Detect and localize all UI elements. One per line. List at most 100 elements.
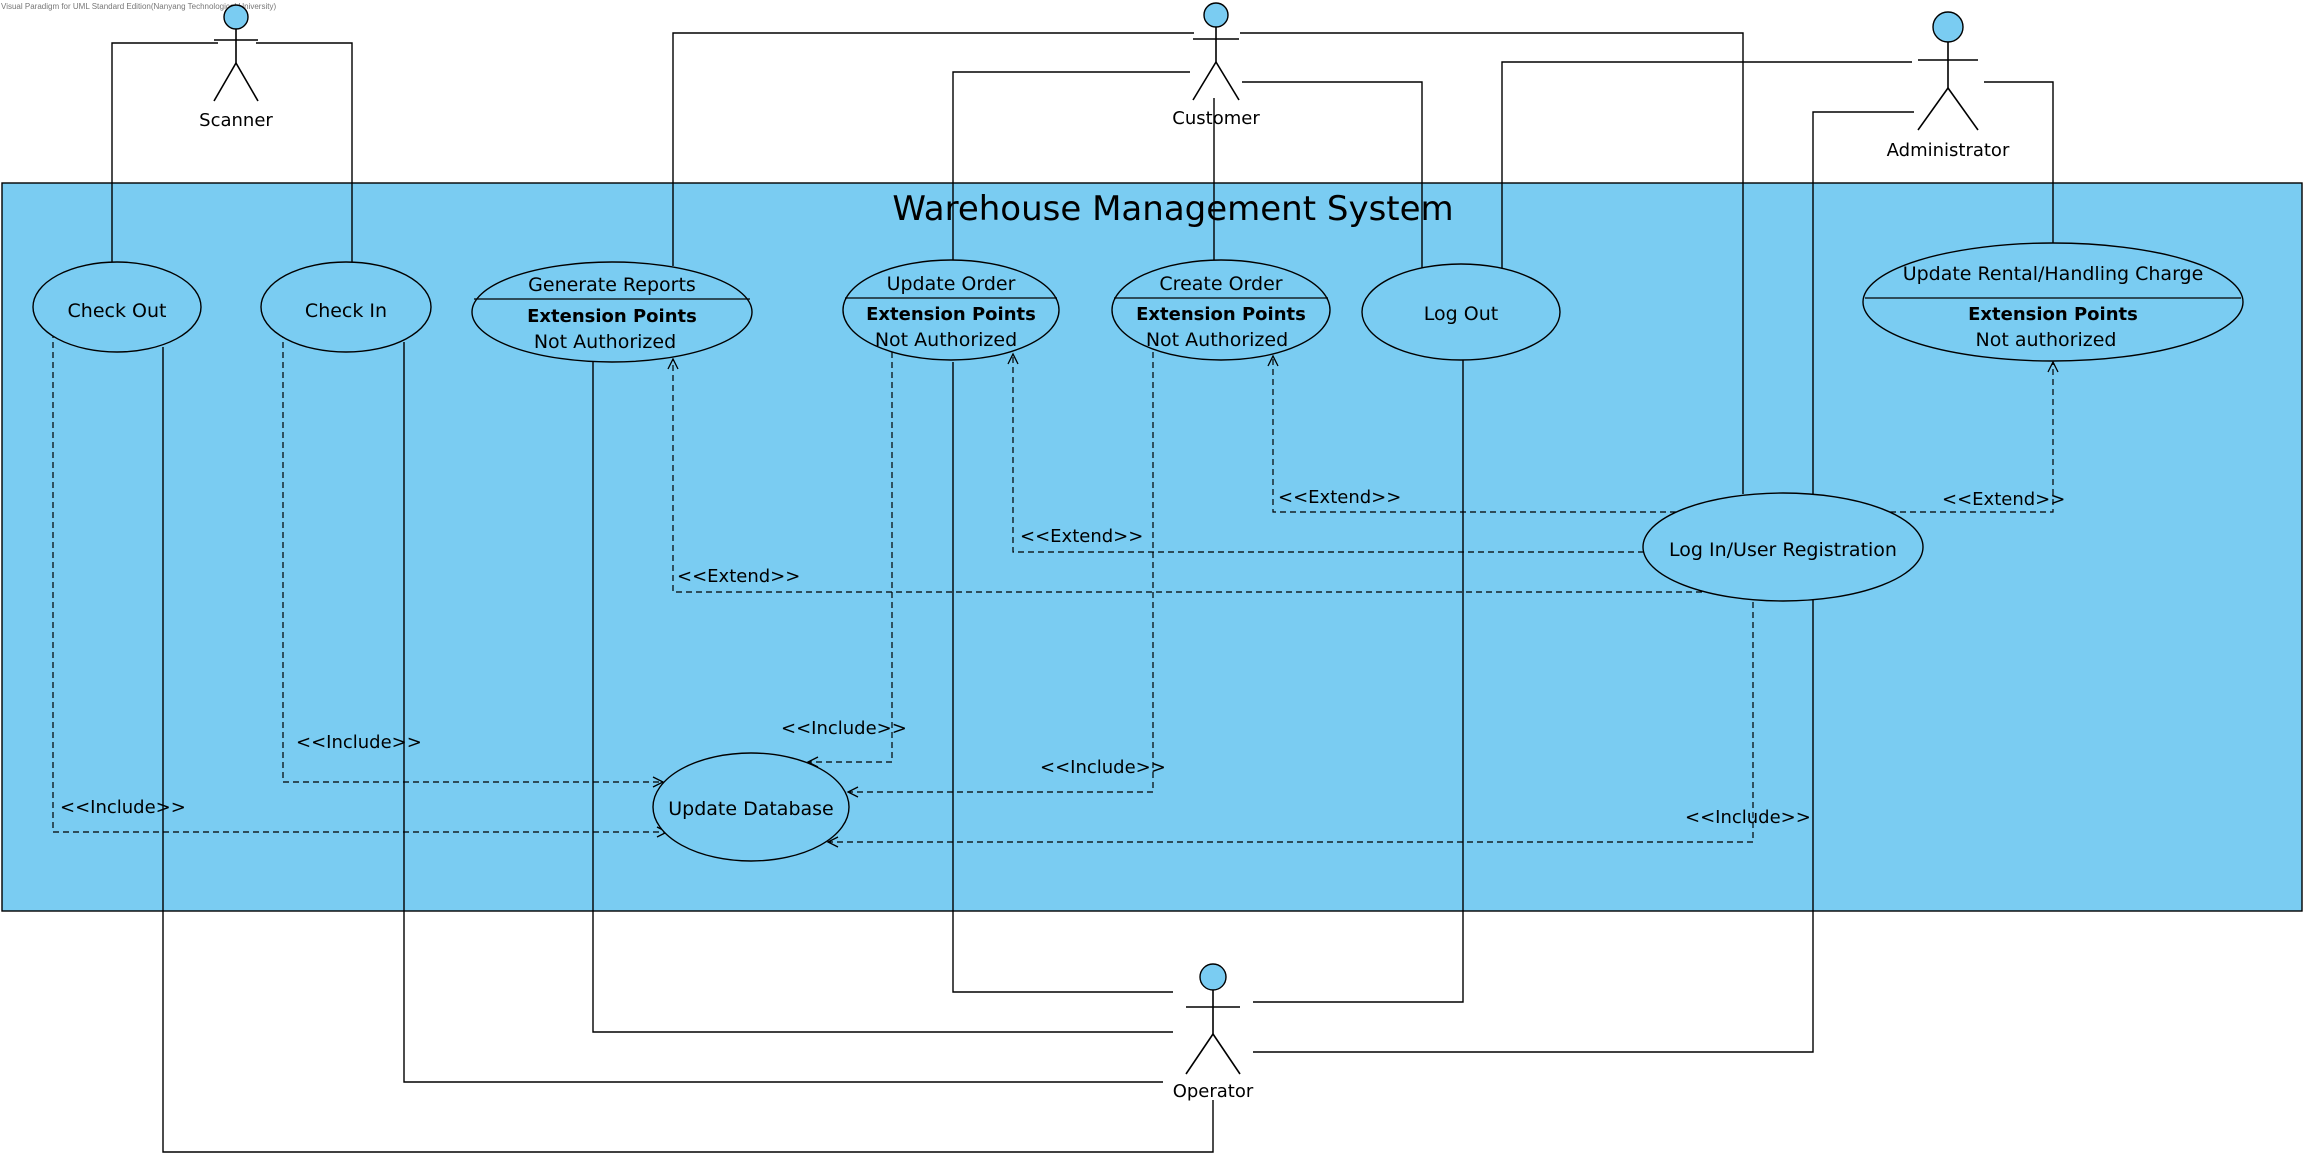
use-case-name: Update Database bbox=[668, 798, 834, 820]
extension-points-title: Extension Points bbox=[1136, 304, 1306, 325]
use-case-ellipse[interactable] bbox=[260, 261, 432, 353]
use-case-update-order[interactable]: Update Order Extension Points Not Author… bbox=[842, 259, 1060, 361]
extension-points-title: Extension Points bbox=[1968, 304, 2138, 325]
include-label: <<Include>> bbox=[60, 797, 186, 818]
assoc-scanner-checkout[interactable] bbox=[111, 42, 218, 263]
actor-scanner[interactable]: Scanner bbox=[199, 4, 273, 131]
actor-head bbox=[1203, 2, 1229, 28]
assoc-operator-checkin[interactable] bbox=[403, 342, 1163, 1083]
use-case-update-database[interactable]: Update Database bbox=[652, 752, 850, 862]
assoc-customer-logout[interactable] bbox=[1242, 81, 1423, 273]
extension-point: Not Authorized bbox=[1146, 329, 1288, 351]
use-case-name: Check In bbox=[305, 300, 387, 322]
watermark: Visual Paradigm for UML Standard Edition… bbox=[1, 2, 276, 11]
actor-leg bbox=[1212, 1033, 1241, 1075]
use-case-ellipse[interactable] bbox=[842, 259, 1060, 361]
extend-login-update-rental[interactable] bbox=[1890, 362, 2054, 513]
assoc-operator-checkout[interactable] bbox=[162, 347, 1214, 1153]
extension-points-title: Extension Points bbox=[866, 304, 1036, 325]
include-label: <<Include>> bbox=[296, 732, 422, 753]
extend-login-create-order[interactable] bbox=[1272, 356, 1706, 513]
extend-login-update-order[interactable] bbox=[1012, 354, 1644, 553]
assoc-admin-logout[interactable] bbox=[1501, 61, 1912, 273]
include-create-order-database[interactable] bbox=[848, 352, 1154, 793]
actor-operator[interactable]: Operator bbox=[1173, 963, 1254, 1102]
extend-label: <<Extend>> bbox=[1278, 487, 1401, 508]
use-case-name: Log Out bbox=[1424, 303, 1498, 325]
use-case-name: Update Order bbox=[887, 273, 1016, 295]
system-title: Warehouse Management System bbox=[892, 189, 1453, 229]
actor-leg bbox=[1947, 87, 1979, 131]
assoc-customer-login[interactable] bbox=[1240, 32, 1744, 494]
extend-arrowhead bbox=[2047, 360, 2059, 373]
use-case-name: Check Out bbox=[68, 300, 167, 322]
include-checkin-database[interactable] bbox=[282, 332, 663, 783]
use-case-ellipse[interactable] bbox=[652, 752, 850, 862]
extend-dependencies: <<Extend>> <<Extend>> <<Extend>> <<Exten… bbox=[667, 352, 2065, 593]
assoc-operator-logout[interactable] bbox=[1253, 360, 1464, 1003]
include-checkout-database[interactable] bbox=[52, 332, 667, 833]
use-case-name: Update Rental/Handling Charge bbox=[1903, 263, 2204, 285]
assoc-customer-generate-reports[interactable] bbox=[672, 32, 1194, 266]
use-case-ellipse[interactable] bbox=[1862, 242, 2244, 362]
assoc-customer-update-order[interactable] bbox=[952, 71, 1190, 264]
use-case-check-in[interactable]: Check In bbox=[260, 261, 432, 353]
extension-point: Not authorized bbox=[1976, 329, 2117, 351]
use-case-ellipse[interactable] bbox=[1111, 259, 1331, 361]
extend-login-generate-reports[interactable] bbox=[672, 359, 1712, 593]
use-case-ellipse[interactable] bbox=[1642, 492, 1924, 602]
include-arrowhead bbox=[846, 786, 859, 798]
use-case-log-out[interactable]: Log Out bbox=[1361, 263, 1561, 361]
assoc-operator-update-order[interactable] bbox=[952, 362, 1173, 993]
actor-leg bbox=[1917, 87, 1949, 131]
use-case-ellipse[interactable] bbox=[471, 261, 753, 363]
include-dependencies: <<Include>> <<Include>> <<Include>> <<In… bbox=[52, 332, 1811, 848]
assoc-admin-login[interactable] bbox=[1812, 111, 1914, 495]
extend-arrowhead bbox=[1007, 352, 1019, 365]
assoc-operator-login[interactable] bbox=[1253, 600, 1814, 1053]
actor-leg bbox=[1215, 61, 1240, 101]
actor-head bbox=[223, 4, 249, 30]
use-case-create-order[interactable]: Create Order Extension Points Not Author… bbox=[1111, 259, 1331, 361]
assoc-operator-generate-reports[interactable] bbox=[592, 362, 1173, 1033]
include-label: <<Include>> bbox=[1685, 807, 1811, 828]
actor-head bbox=[1932, 11, 1964, 43]
include-update-order-database[interactable] bbox=[808, 352, 893, 763]
use-case-ellipse[interactable] bbox=[1361, 263, 1561, 361]
use-case-name: Log In/User Registration bbox=[1669, 539, 1897, 561]
extension-point: Not Authorized bbox=[875, 329, 1017, 351]
use-case-update-rental[interactable]: Update Rental/Handling Charge Extension … bbox=[1862, 242, 2244, 362]
extension-point: Not Authorized bbox=[534, 331, 676, 353]
include-label: <<Include>> bbox=[1040, 757, 1166, 778]
actor-name: Customer bbox=[1172, 108, 1260, 129]
extend-label: <<Extend>> bbox=[1942, 489, 2065, 510]
extend-label: <<Extend>> bbox=[677, 566, 800, 587]
actor-head bbox=[1199, 963, 1227, 991]
use-case-check-out[interactable]: Check Out bbox=[32, 261, 202, 353]
actor-leg bbox=[235, 62, 259, 102]
include-arrowhead bbox=[826, 836, 839, 848]
extension-points-title: Extension Points bbox=[527, 306, 697, 327]
use-case-name: Create Order bbox=[1159, 273, 1282, 295]
actor-customer[interactable]: Customer bbox=[1172, 2, 1260, 129]
include-label: <<Include>> bbox=[781, 718, 907, 739]
actor-leg bbox=[1192, 61, 1217, 101]
assoc-scanner-checkin[interactable] bbox=[256, 42, 353, 263]
use-case-ellipse[interactable] bbox=[32, 261, 202, 353]
actor-name: Operator bbox=[1173, 1081, 1254, 1102]
assoc-admin-update-rental[interactable] bbox=[1984, 81, 2054, 244]
actor-leg bbox=[1185, 1033, 1214, 1075]
include-login-database[interactable] bbox=[828, 602, 1754, 843]
extend-arrowhead bbox=[1267, 354, 1279, 367]
associations bbox=[111, 32, 2054, 1153]
actor-administrator[interactable]: Administrator bbox=[1887, 11, 2010, 161]
use-case-name: Generate Reports bbox=[528, 274, 696, 296]
include-arrowhead bbox=[652, 776, 665, 788]
actor-leg bbox=[213, 62, 237, 102]
actor-name: Administrator bbox=[1887, 140, 2010, 161]
extend-label: <<Extend>> bbox=[1020, 526, 1143, 547]
extend-arrowhead bbox=[667, 357, 679, 370]
use-case-login-registration[interactable]: Log In/User Registration bbox=[1642, 492, 1924, 602]
use-case-generate-reports[interactable]: Generate Reports Extension Points Not Au… bbox=[471, 261, 753, 363]
